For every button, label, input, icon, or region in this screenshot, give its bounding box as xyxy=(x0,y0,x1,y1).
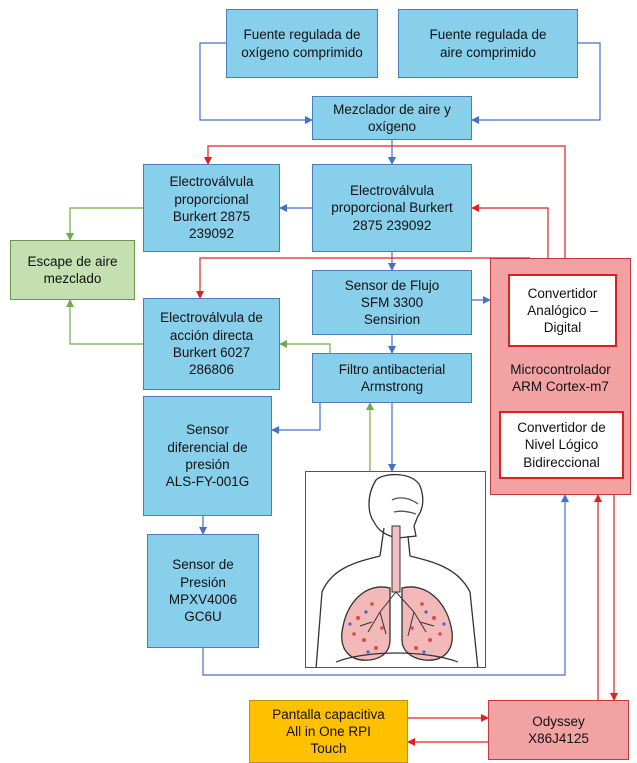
arrow-directa-to-escape xyxy=(66,299,143,345)
sensor-presion-box: Sensor de Presión MPXV4006 GC6U xyxy=(147,534,259,648)
electrovalvula-accion-directa-box: Electroválvula de acción directa Burkert… xyxy=(143,298,280,390)
fuente-oxigeno-box: Fuente regulada de oxígeno comprimido xyxy=(226,9,378,78)
respiratory-system-illustration xyxy=(305,471,486,668)
filtro-antibacterial-box: Filtro antibacterial Armstrong xyxy=(312,353,472,403)
fuente-aire-box: Fuente regulada de aire comprimido xyxy=(398,9,578,78)
arrow-izq-to-escape xyxy=(66,207,143,241)
arrow-filtro-to-diferencial xyxy=(271,403,321,434)
convertidor-nivel-logico-box: Convertidor de Nivel Lógico Bidirecciona… xyxy=(499,411,624,479)
pantalla-capacitiva-box: Pantalla capacitiva All in One RPI Touch xyxy=(249,700,408,763)
electrovalvula-proporcional-centro-box: Electroválvula proporcional Burkert 2875… xyxy=(312,164,472,252)
convertidor-ad-box: Convertidor Analógico – Digital xyxy=(508,274,617,347)
arrow-aire-to-mezclador xyxy=(471,42,601,124)
escape-aire-box: Escape de aire mezclado xyxy=(10,240,135,300)
electrovalvula-proporcional-izq-box: Electroválvula proporcional Burkert 2875… xyxy=(143,164,280,252)
arrow-presion-to-micro xyxy=(202,494,569,676)
microcontrolador-block: Convertidor Analógico – Digital Microcon… xyxy=(490,258,631,495)
arrow-micro-to-izq xyxy=(204,145,566,258)
sensor-flujo-box: Sensor de Flujo SFM 3300 Sensirion xyxy=(312,270,472,335)
odyssey-box: Odyssey X86J4125 xyxy=(488,700,629,760)
arrow-micro-to-centro xyxy=(471,204,549,258)
lungs-icon xyxy=(315,474,479,667)
arrow-micro-to-directa xyxy=(196,257,530,299)
arrow-filtro-to-directa xyxy=(279,340,331,353)
mezclador-box: Mezclador de aire y oxígeno xyxy=(312,96,472,140)
arrow-oxigeno-to-mezclador xyxy=(199,42,313,124)
microcontrolador-label: Microcontrolador ARM Cortex-m7 xyxy=(510,362,611,395)
sensor-diferencial-box: Sensor diferencial de presión ALS-FY-001… xyxy=(143,396,272,516)
